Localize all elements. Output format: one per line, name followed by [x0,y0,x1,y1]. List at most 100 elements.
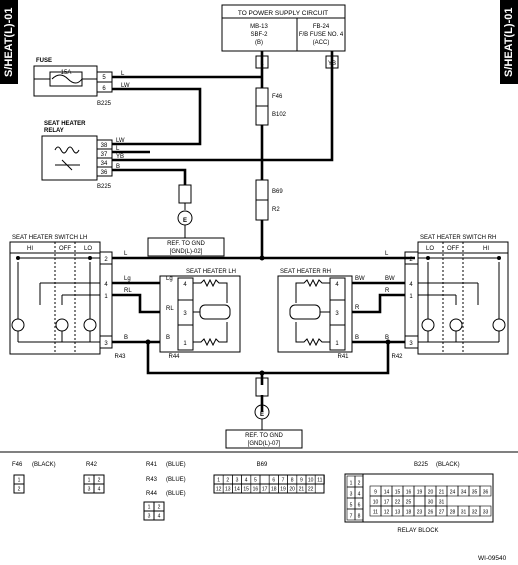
legend-b69-grid-cell [259,474,270,485]
switch-lh-pin-1: 2 [104,257,108,263]
legend-r44: R44 [146,491,158,497]
power-left-2: SBF-2 [250,32,268,38]
wire-r-heater: R [355,305,360,311]
legend-b225-right-grid-pin: 21 [439,490,445,496]
switch-lh-pin-3: 1 [104,294,108,300]
legend-b225-right-grid-pin: 14 [384,490,390,496]
relay-pin-4: 36 [101,170,108,176]
relay-wire-2: L [116,146,120,152]
legend-b69-grid-pin: 9 [300,478,303,484]
legend-b225-right-grid-pin: 31 [461,510,467,516]
conn-r42: R42 [391,354,403,360]
fuse-wire-a: L [121,71,125,77]
legend-b69-grid-pin: 22 [308,487,314,493]
wire-lg: Lg [124,276,131,282]
legend-r44-grid-pin: 3 [148,514,151,520]
ground1-e: E [183,218,187,224]
legend-b225-left-grid-pin: 8 [358,514,361,520]
legend-r41: R41 [146,462,158,468]
wire-b-lh: B [124,335,128,341]
legend-r44-grid-pin: 1 [148,505,151,511]
ground2-l2: [GND(L)-07] [248,441,281,447]
fuse-wire-b: LW [121,83,130,89]
wire-bw: BW [385,276,395,282]
legend-b69-grid-pin: 15 [243,487,249,493]
legend-b225-right-grid-pin: 11 [373,510,378,516]
heater-rh-title: SEAT HEATER RH [280,269,331,275]
legend-b69: B69 [257,462,268,468]
legend-f46-grid-cell [13,483,25,494]
legend-r42-grid-cell [93,483,105,494]
fuse-label: FUSE [36,58,52,64]
switch-rh-pin-1: 2 [409,257,413,263]
switch-rh-pin-2: 4 [409,282,413,288]
legend-r42-grid-pin: 4 [98,487,101,493]
legend-b225-color: (BLACK) [436,462,460,468]
legend-b69-grid-pin: 17 [262,487,268,493]
legend-b225-right-grid-pin: 33 [483,510,489,516]
legend-b225-right-grid-pin: 12 [384,510,390,516]
switch-rh-pin-3: 1 [409,294,413,300]
legend-r44-grid-cell [153,510,165,521]
legend-b225-right-grid-pin: 17 [384,500,390,506]
power-right-2: F/B FUSE NO. 4 [299,32,344,38]
legend-b69-grid-pin: 2 [226,478,229,484]
legend-b225-right-grid-pin: 26 [428,510,434,516]
legend-b69-grid-pin: 8 [291,478,294,484]
switch-lh-hi: HI [27,246,33,252]
power-left-1: MB-13 [250,24,268,30]
legend-b225-left-grid-cell [354,508,364,521]
switch-rh-hi: HI [483,246,489,252]
legend-b69-grid-pin: 4 [245,478,248,484]
power-left-3: (B) [255,40,263,46]
legend-b225-right-grid-pin: 18 [406,510,412,516]
conn-r43: R43 [114,354,126,360]
ground2-e: E [260,412,264,418]
legend-b225-right-grid-pin: 22 [395,500,401,506]
legend-b225-right-grid-pin: 28 [450,510,456,516]
heater-rh-pin-2: 3 [335,311,339,317]
heater-lh-title: SEAT HEATER LH [186,269,236,275]
ground1-l2: [GND(L)-02] [170,249,203,255]
legend-r42-grid-pin: 1 [88,478,91,484]
legend-b225-left-grid-pin: 3 [350,492,353,498]
switch-lh-off: OFF [59,246,71,252]
relay-pin-2: 37 [101,152,108,158]
legend-b225-right-grid-pin: 32 [472,510,478,516]
relay-connector: B225 [97,184,112,190]
conn-f46: F46 [272,94,283,100]
heater-lh-pin-1: 4 [183,282,187,288]
heater-rh-pin-1: 4 [335,282,339,288]
power-supply-box [221,4,346,52]
main-wires [112,51,415,412]
wire-b-heater-rh: B [355,335,359,341]
legend-b225-right-grid-pin: 34 [461,490,467,496]
legend-b225-right-grid-pin: 27 [439,510,445,516]
legend-r42-grid-pin: 2 [98,478,101,484]
relay-wire-1: LW [116,138,125,144]
switch-rh-lo: LO [426,246,434,252]
figure-id: WI-09540 [478,555,507,562]
legend-b69-grid-cell [305,483,316,494]
legend-b69-grid-pin: 7 [282,478,285,484]
legend-b225-right-grid-pin: 25 [406,500,412,506]
legend-b69-grid-pin: 16 [253,487,259,493]
legend-r44-grid-pin: 2 [158,505,161,511]
legend-b225-right-grid-pin: 9 [374,490,377,496]
legend-b225-right-grid-pin: 20 [428,490,434,496]
wire-rl: RL [124,288,132,294]
switch-lh-pin-2: 4 [104,282,108,288]
legend-b225-right-grid-pin: 35 [472,490,478,496]
legend-b225-right-grid-pin: 15 [395,490,401,496]
legend-r41-color: (BLUE) [166,462,186,468]
conn-b69: B69 [272,189,283,195]
legend-r42: R42 [86,462,98,468]
switch-rh-off: OFF [447,246,459,252]
legend-b69-grid-pin: 14 [234,487,240,493]
legend-r44-grid-pin: 4 [158,514,161,520]
legend-relay-block: RELAY BLOCK [397,528,438,534]
fuse-pin-b: 6 [102,86,106,92]
legend-b225-left-grid-pin: 6 [358,503,361,509]
ground2-l1: REF. TO GND [245,433,283,439]
legend-b69-grid-pin: 12 [216,487,222,493]
